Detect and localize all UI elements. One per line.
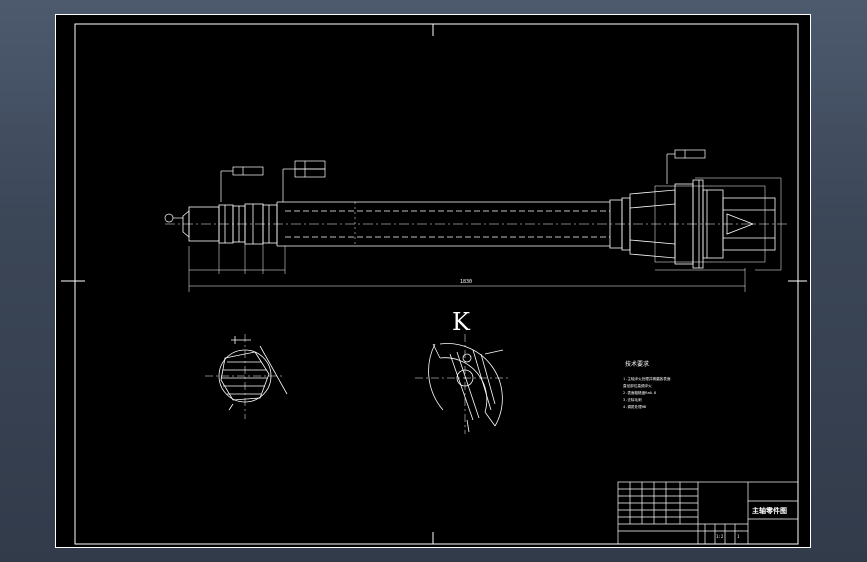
- tech-requirement-line: 直径部位高频淬火: [623, 383, 652, 388]
- datum-marker: [164, 213, 183, 223]
- engineering-drawing: 1830 K 技术要求 1.主轴淬火处理并精磨: [55, 14, 811, 548]
- cross-section-view: [205, 334, 288, 419]
- section-view-label: K: [452, 308, 471, 336]
- scale-label: 1:2: [716, 534, 724, 539]
- sheet-label: 1: [737, 534, 740, 539]
- centering-marks: [61, 24, 807, 544]
- spindle-shaft: [165, 177, 790, 271]
- overall-length-dimension: 1830: [460, 279, 472, 285]
- tolerance-frames: [220, 149, 706, 202]
- drawing-frame: [74, 23, 799, 545]
- title-block: [617, 481, 799, 545]
- technical-requirements: 技术要求 1.主轴淬火处理并精磨各表面 直径部位高频淬火 2.表面粗糙度Ra0.…: [623, 360, 671, 409]
- tech-requirement-line: 3.去除毛刺: [623, 397, 642, 402]
- dimension-lines: [188, 243, 746, 292]
- drawing-title: 主轴零件图: [752, 506, 787, 515]
- tech-requirement-line: 4.调质处理HB: [623, 404, 646, 409]
- k-view: [415, 334, 510, 434]
- drawing-viewport[interactable]: 1830 K 技术要求 1.主轴淬火处理并精磨: [55, 14, 811, 548]
- tech-requirements-heading: 技术要求: [625, 360, 649, 368]
- tech-requirement-line: 2.表面粗糙度Ra0.8: [623, 390, 656, 395]
- outer-border: [55, 14, 811, 548]
- tech-requirement-line: 1.主轴淬火处理并精磨各表面: [623, 376, 671, 381]
